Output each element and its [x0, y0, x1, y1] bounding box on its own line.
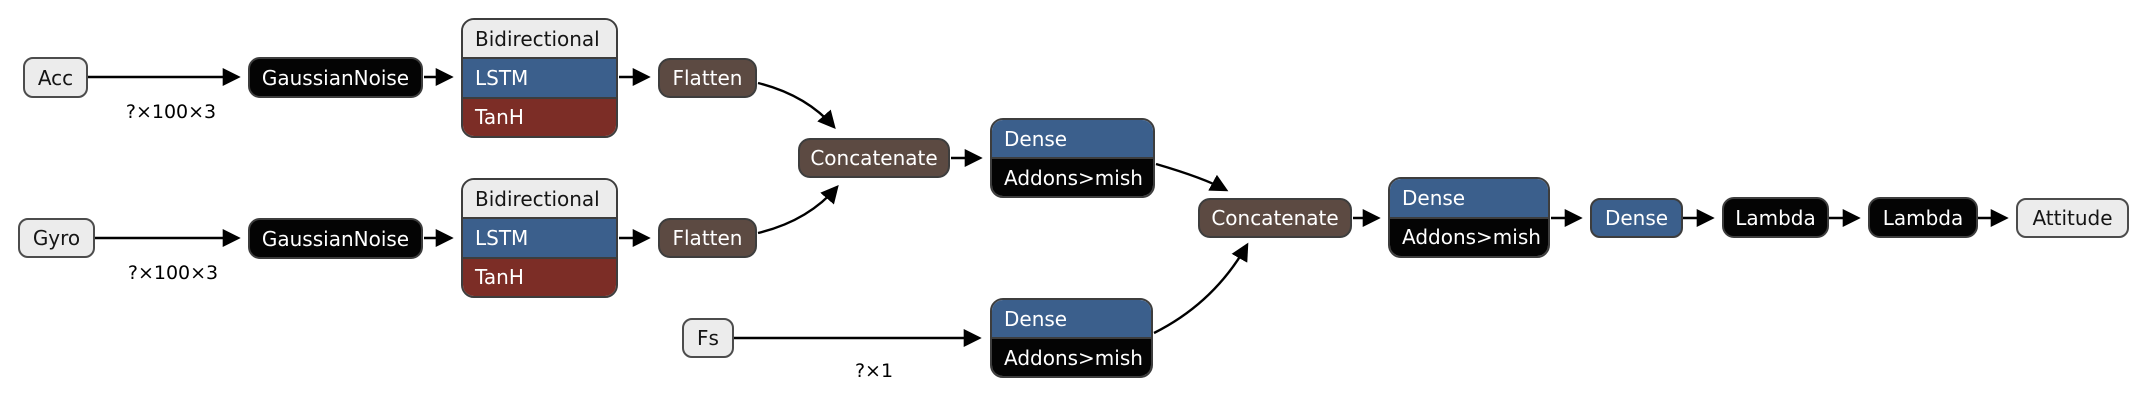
dense-mish-3-dense-label: Dense: [1402, 185, 1466, 210]
dense-node: Dense: [1590, 198, 1683, 238]
dense-mish-2-activation: Addons>mish: [992, 337, 1151, 376]
lambda-node-1-label: Lambda: [1735, 205, 1816, 230]
edge-label-acc-shape: ?×100×3: [125, 101, 217, 123]
bidirectional-1-lstm-label: LSTM: [475, 65, 529, 90]
dense-mish-3-activation: Addons>mish: [1390, 216, 1548, 256]
input-node-gyro: Gyro: [18, 218, 95, 258]
input-node-gyro-label: Gyro: [32, 226, 81, 250]
bidirectional-2-lstm-layer: LSTM: [463, 217, 616, 257]
bidirectional-1-tanh-activation: TanH: [463, 96, 616, 136]
dense-mish-2-dense-layer: Dense: [992, 300, 1151, 337]
input-node-acc: Acc: [23, 57, 88, 98]
bidirectional-2-lstm-label: LSTM: [475, 225, 529, 250]
dense-mish-node-1: Dense Addons>mish: [990, 118, 1155, 198]
dense-mish-1-dense-layer: Dense: [992, 120, 1153, 157]
dense-mish-1-dense-label: Dense: [1004, 126, 1068, 151]
bidirectional-lstm-node-2: Bidirectional LSTM TanH: [461, 178, 618, 298]
output-node-attitude: Attitude: [2016, 198, 2129, 238]
dense-node-label: Dense: [1604, 206, 1669, 230]
flatten-node-1-label: Flatten: [672, 66, 743, 90]
concatenate-node-1: Concatenate: [798, 138, 950, 178]
concatenate-node-1-label: Concatenate: [810, 146, 938, 170]
edge-flatten2-to-concatenate1: [757, 184, 839, 235]
bidirectional-1-header: Bidirectional: [463, 20, 616, 58]
flatten-node-1: Flatten: [658, 58, 757, 98]
gaussian-noise-node-2-label: GaussianNoise: [261, 226, 410, 251]
dense-mish-node-3: Dense Addons>mish: [1388, 177, 1550, 258]
input-node-fs-label: Fs: [697, 326, 719, 350]
output-node-attitude-label: Attitude: [2032, 206, 2113, 230]
gaussian-noise-node-2: GaussianNoise: [248, 218, 423, 259]
bidirectional-2-tanh-activation: TanH: [463, 256, 616, 296]
dense-mish-2-activation-label: Addons>mish: [1004, 345, 1143, 370]
edge-label-fs-shape: ?×1: [854, 360, 894, 382]
edge-flatten1-to-concatenate1: [757, 81, 836, 130]
bidirectional-1-lstm-layer: LSTM: [463, 57, 616, 97]
lambda-node-2-label: Lambda: [1882, 205, 1964, 230]
lambda-node-1: Lambda: [1722, 197, 1829, 238]
bidirectional-2-header: Bidirectional: [463, 180, 616, 218]
concatenate-node-2: Concatenate: [1198, 198, 1352, 238]
gaussian-noise-node-1: GaussianNoise: [248, 57, 423, 98]
edge-densemish1-to-concatenate2: [1155, 162, 1229, 192]
edge-label-gyro-shape: ?×100×3: [127, 262, 219, 284]
input-node-fs: Fs: [682, 318, 734, 358]
bidirectional-lstm-node-1: Bidirectional LSTM TanH: [461, 18, 618, 138]
input-node-acc-label: Acc: [37, 65, 74, 90]
gaussian-noise-node-1-label: GaussianNoise: [261, 65, 410, 90]
bidirectional-1-header-label: Bidirectional: [475, 26, 600, 51]
bidirectional-2-header-label: Bidirectional: [475, 186, 600, 211]
concatenate-node-2-label: Concatenate: [1211, 206, 1339, 230]
dense-mish-1-activation: Addons>mish: [992, 157, 1153, 196]
edge-densemish2-to-concatenate2: [1153, 242, 1249, 335]
dense-mish-node-2: Dense Addons>mish: [990, 298, 1153, 378]
flatten-node-2-label: Flatten: [672, 226, 743, 250]
bidirectional-2-tanh-label: TanH: [475, 265, 524, 290]
flatten-node-2: Flatten: [658, 218, 757, 258]
dense-mish-2-dense-label: Dense: [1004, 306, 1068, 331]
dense-mish-3-activation-label: Addons>mish: [1402, 225, 1541, 250]
lambda-node-2: Lambda: [1868, 197, 1978, 238]
dense-mish-3-dense-layer: Dense: [1390, 179, 1548, 217]
bidirectional-1-tanh-label: TanH: [475, 105, 524, 130]
dense-mish-1-activation-label: Addons>mish: [1004, 165, 1143, 190]
